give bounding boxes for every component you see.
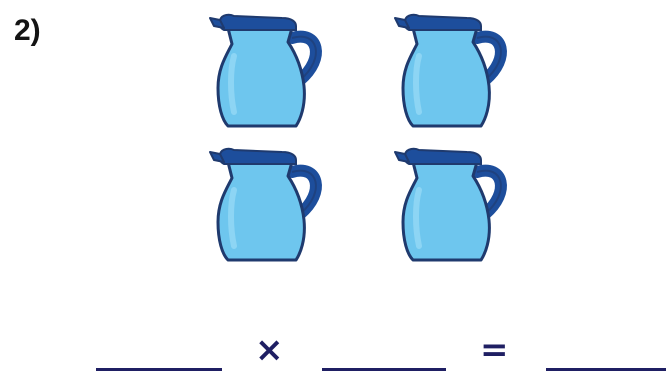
times-symbol: × bbox=[255, 330, 284, 370]
pitcher-icon bbox=[385, 142, 515, 272]
answer-blank-factor-2[interactable] bbox=[322, 368, 446, 371]
pitcher-icon bbox=[200, 142, 330, 272]
pitcher-icon bbox=[385, 8, 515, 138]
problem-number: 2) bbox=[14, 14, 41, 47]
answer-blank-product[interactable] bbox=[546, 368, 666, 371]
equals-symbol: = bbox=[480, 330, 509, 370]
pitcher-icon bbox=[200, 8, 330, 138]
answer-blank-factor-1[interactable] bbox=[96, 368, 222, 371]
